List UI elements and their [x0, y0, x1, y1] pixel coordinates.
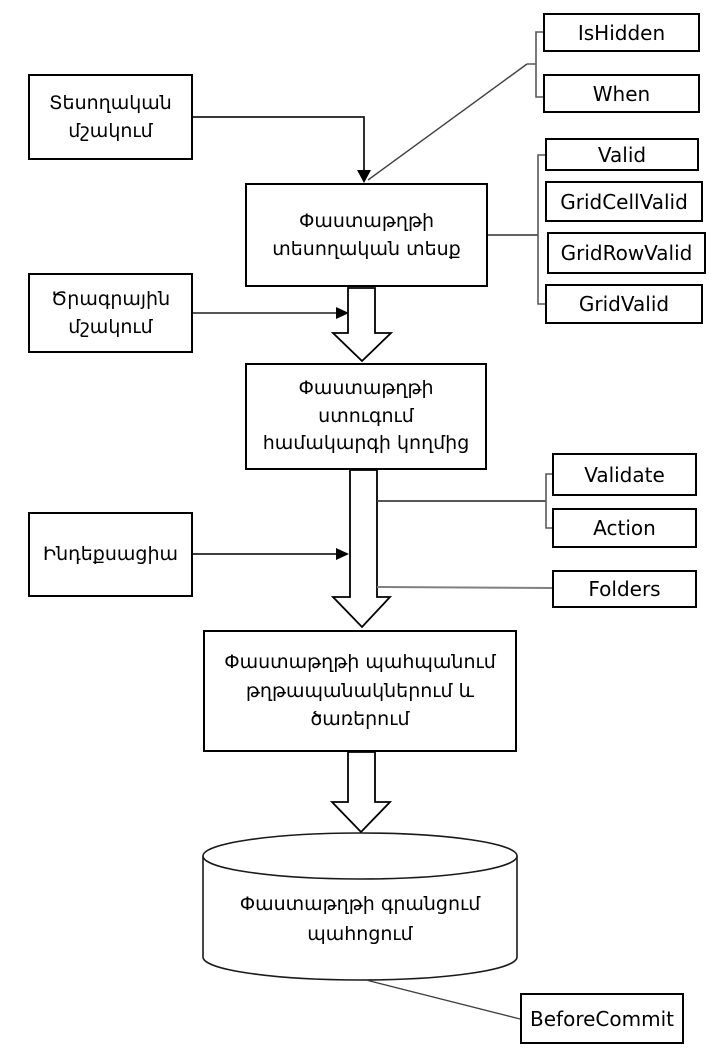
- event-gridcellvalid: GridCellValid: [545, 181, 703, 222]
- block-arrow-view-to-check: [330, 287, 394, 363]
- bracket-valid-group: [537, 154, 545, 305]
- event-action: Action: [552, 508, 697, 548]
- arrowhead-indexing-to-flow: [336, 548, 349, 560]
- node-program-processing: Ծրագրային մշակում: [28, 273, 193, 353]
- block-arrow-check-to-storage: [330, 469, 393, 629]
- node-document-system-check: Փաստաթղթի ստուգում համակարգի կողմից: [245, 363, 487, 470]
- connector-visual-to-view: [193, 116, 365, 172]
- event-folders: Folders: [552, 570, 697, 608]
- connector-ishidden-group-to-view: [367, 63, 528, 181]
- node-visual-processing: Տեսողական մշակում: [28, 74, 193, 160]
- event-gridvalid: GridValid: [545, 284, 703, 324]
- connector-check-to-folders: [376, 586, 553, 589]
- connector-repository-to-beforecommit: [365, 979, 521, 1020]
- block-arrow-storage-to-repository: [329, 751, 393, 834]
- node-document-repository-label: Փաստաթղթի գրանցում պահոցում: [239, 893, 481, 945]
- bracket-ishidden-when: [527, 31, 543, 98]
- node-document-storage: Փաստաթղթի պահպանում թղթապանակներում և ծա…: [203, 630, 517, 752]
- node-indexing: Ինդեքսացիա: [28, 512, 193, 597]
- event-when: When: [543, 74, 700, 113]
- event-ishidden: IsHidden: [543, 13, 700, 52]
- node-document-visual-view: Փաստաթղթի տեսողական տեսք: [245, 183, 488, 287]
- event-validate: Validate: [552, 453, 697, 496]
- arrowhead-program-to-flow: [336, 307, 349, 319]
- arrowhead-visual-to-view: [357, 170, 371, 183]
- bracket-validate-action: [545, 473, 552, 529]
- database-cylinder-top: [202, 832, 518, 880]
- event-beforecommit: BeforeCommit: [520, 993, 684, 1044]
- event-gridrowvalid: GridRowValid: [547, 232, 706, 274]
- database-cylinder-body: [202, 856, 518, 981]
- event-valid: Valid: [545, 138, 699, 171]
